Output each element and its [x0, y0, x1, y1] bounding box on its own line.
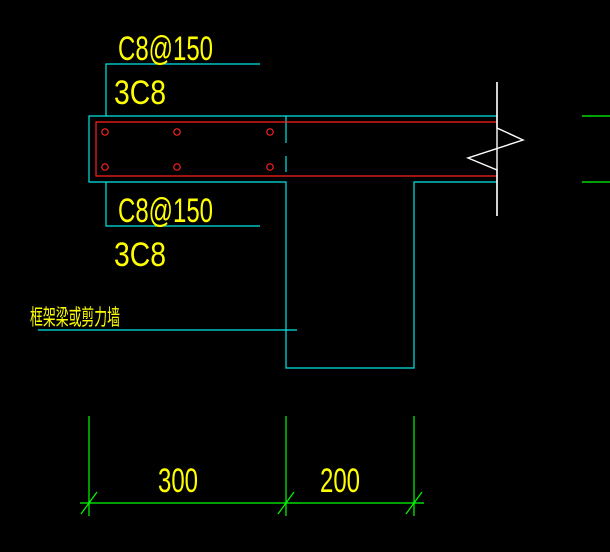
bottom-stirrup-label: C8@150 — [118, 192, 213, 230]
bottom-bars-label: 3C8 — [114, 236, 166, 274]
bottom-rebar-2 — [173, 163, 181, 171]
bottom-rebar-3 — [266, 163, 274, 171]
rebar-bars — [101, 128, 274, 171]
bottom-leader — [105, 182, 260, 227]
top-rebar-3 — [266, 128, 274, 136]
dim-tick-mid — [277, 491, 295, 515]
dim-tick-left — [80, 491, 98, 515]
top-rebar-1 — [101, 128, 109, 136]
dim-left-value: 300 — [158, 462, 198, 500]
concrete-outline — [38, 63, 610, 369]
rebar-cage — [95, 121, 497, 177]
top-bars-label: 3C8 — [114, 74, 166, 112]
dimension-group — [80, 416, 424, 516]
bottom-rebar-1 — [101, 163, 109, 171]
top-stirrup-label: C8@150 — [118, 30, 213, 68]
support-label: 框架梁或剪力墙 — [30, 305, 120, 330]
slab-outline — [88, 115, 497, 369]
rebar-stirrup — [95, 121, 497, 177]
dim-right-value: 200 — [320, 462, 360, 500]
dim-tick-right — [405, 491, 423, 515]
zigzag-break-icon — [465, 82, 525, 216]
top-rebar-2 — [173, 128, 181, 136]
top-leader — [105, 63, 260, 116]
